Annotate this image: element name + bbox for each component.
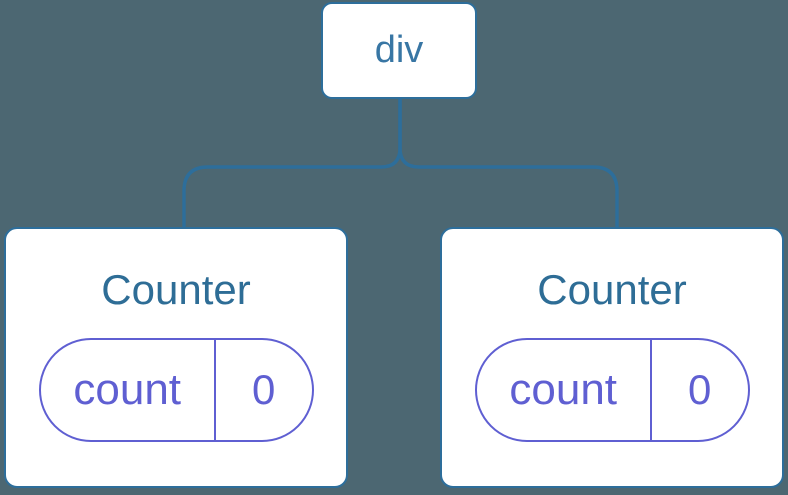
component-name-label: Counter (101, 266, 251, 313)
state-pill: count 0 (474, 338, 750, 443)
state-pill: count 0 (38, 338, 314, 443)
connector-root-to-left-child (182, 99, 402, 227)
root-node-label: div (374, 29, 424, 71)
tree-root-node-div: div (321, 2, 477, 99)
state-value: 0 (649, 340, 748, 441)
state-key: count (73, 365, 182, 415)
counter-component-node-right: Counter count 0 (440, 227, 784, 488)
component-name-label: Counter (537, 266, 687, 313)
state-key: count (509, 365, 618, 415)
connector-root-to-right-child (398, 99, 619, 227)
counter-component-node-left: Counter count 0 (4, 227, 348, 488)
state-value: 0 (213, 340, 312, 441)
